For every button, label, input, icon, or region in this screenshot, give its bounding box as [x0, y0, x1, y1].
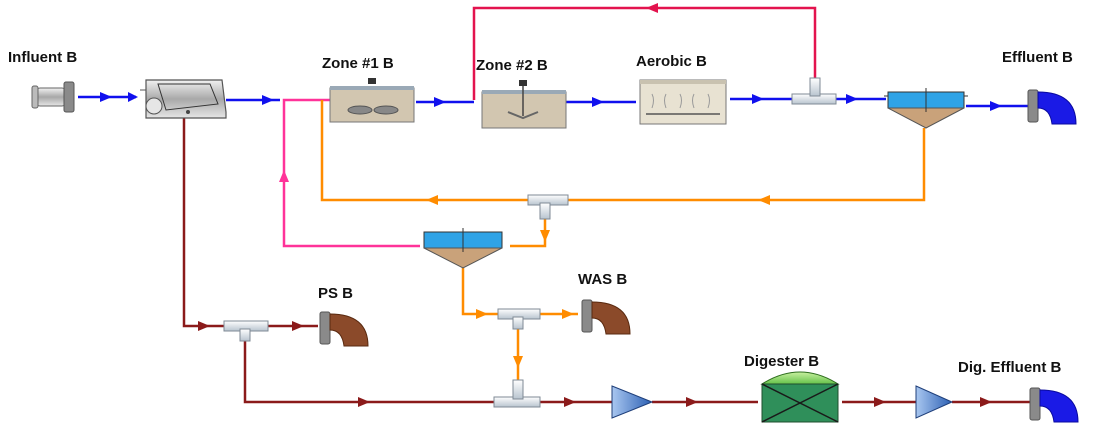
- label-aerobic: Aerobic B: [636, 53, 707, 70]
- label-ps: PS B: [318, 285, 353, 302]
- label-dig-effluent: Dig. Effluent B: [958, 359, 1061, 376]
- splitter-ps-icon[interactable]: [223, 320, 269, 342]
- effluent-sink-icon[interactable]: [1027, 89, 1077, 125]
- splitter-main-icon[interactable]: [791, 77, 837, 105]
- label-effluent: Effluent B: [1002, 49, 1073, 66]
- label-was: WAS B: [578, 271, 627, 288]
- label-zone1: Zone #1 B: [322, 55, 394, 72]
- dig-effluent-sink-icon[interactable]: [1029, 387, 1079, 423]
- digester-icon[interactable]: [760, 371, 840, 423]
- ps-sink-icon[interactable]: [319, 311, 369, 347]
- dewatering-unit-2-icon[interactable]: [915, 385, 954, 419]
- zone2-tank-icon[interactable]: [481, 80, 567, 129]
- label-zone2: Zone #2 B: [476, 57, 548, 74]
- screen-unit-icon[interactable]: [140, 79, 227, 119]
- combiner-icon[interactable]: [493, 379, 541, 408]
- influent-source-icon[interactable]: [31, 81, 75, 113]
- recycle-arrow: [646, 3, 658, 13]
- label-influent: Influent B: [8, 49, 77, 66]
- recycle-stream[interactable]: [472, 6, 817, 100]
- label-digester: Digester B: [744, 353, 819, 370]
- was-sink-icon[interactable]: [581, 299, 631, 335]
- liquid-arrows: [100, 92, 1002, 111]
- sludge-arrows: [198, 321, 992, 407]
- dewatering-unit-1-icon[interactable]: [611, 385, 654, 419]
- clarifier-main-icon[interactable]: [884, 88, 968, 129]
- splitter-was-icon[interactable]: [497, 308, 541, 330]
- zone1-tank-icon[interactable]: [329, 78, 415, 123]
- ras-arrows: [426, 195, 770, 368]
- ras-stream[interactable]: [320, 100, 926, 380]
- thickener-icon[interactable]: [423, 228, 503, 269]
- splitter-ras-icon[interactable]: [527, 194, 569, 220]
- aerobic-tank-icon[interactable]: [639, 79, 727, 125]
- internal-return-arrow: [279, 170, 289, 182]
- sludge-stream[interactable]: [182, 118, 1030, 404]
